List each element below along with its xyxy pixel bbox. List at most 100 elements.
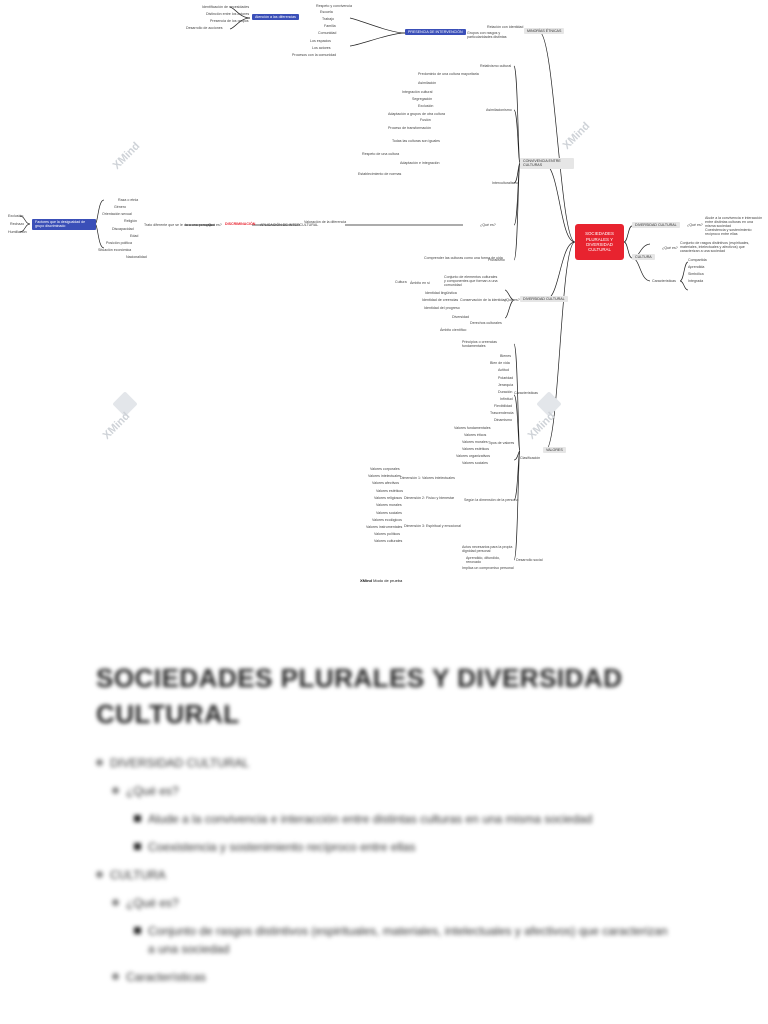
node-text[interactable]: Grupos con rasgos y particularidades dis…: [467, 31, 507, 40]
outline-item[interactable]: Coexistencia y sostenimiento recíproco e…: [134, 838, 676, 856]
outline-item[interactable]: ¿Qué es?: [112, 782, 676, 800]
node-leaf[interactable]: Adaptación e integración: [400, 161, 440, 165]
node-sub[interactable]: Interculturalismo: [492, 181, 519, 185]
node-sub[interactable]: Pluralismo: [488, 258, 505, 262]
node-leaf[interactable]: Todas las culturas son iguales: [392, 139, 440, 143]
node-text[interactable]: Coexistencia y sostenimiento recíproco e…: [705, 228, 752, 237]
node-leaf[interactable]: Humillación: [8, 230, 27, 234]
node-question[interactable]: ¿Qué es?: [662, 246, 678, 250]
node-sub[interactable]: Relativismo cultural: [480, 64, 512, 68]
node-leaf[interactable]: Valores corporales: [370, 467, 400, 471]
outline-item[interactable]: DIVERSIDAD CULTURAL: [96, 754, 676, 772]
node-leaf[interactable]: Valores políticos: [374, 532, 401, 536]
node-leaf[interactable]: Duración: [498, 390, 513, 394]
node-leaf[interactable]: Bien de vida: [490, 361, 510, 365]
node-item[interactable]: Aprendida: [688, 265, 705, 269]
node-diversidad-cultural[interactable]: DIVERSIDAD CULTURAL: [632, 222, 680, 229]
outline-item[interactable]: CULTURA: [96, 866, 676, 884]
node-leaf[interactable]: Ámbito en sí: [410, 281, 430, 285]
node-leaf[interactable]: Valores sociales: [462, 461, 488, 465]
node-factor[interactable]: Orientación sexual: [102, 212, 132, 216]
node-leaf[interactable]: Valores fundamentales: [454, 426, 491, 430]
node-factor[interactable]: Género: [114, 205, 126, 209]
node-leaf[interactable]: Segregación: [412, 97, 433, 101]
node-factor[interactable]: Situación económica: [98, 248, 132, 252]
outline-item[interactable]: Conjunto de rasgos distintivos (espiritu…: [134, 922, 676, 958]
node-leaf[interactable]: Flexibilidad: [494, 404, 512, 408]
node-factor[interactable]: Posición política: [106, 241, 132, 245]
node-convivencia[interactable]: CONVIVENCIA ENTRE CULTURAS: [520, 158, 574, 169]
node-leaf[interactable]: Cultura: [395, 280, 407, 284]
node-leaf[interactable]: Respeto y convivencia: [316, 4, 352, 8]
node-leaf[interactable]: Actitud: [498, 368, 509, 372]
node-text[interactable]: Alude a la convivencia e interacción ent…: [705, 216, 763, 229]
node-leaf[interactable]: Presencia de los grupos: [210, 19, 249, 23]
outline-item[interactable]: ¿Qué es?: [112, 894, 676, 912]
node-sub[interactable]: Asimilacionismo: [486, 108, 512, 112]
node-leaf[interactable]: Valores instrumentales: [366, 525, 403, 529]
node-presencia[interactable]: PRESENCIA DE INTERVENCIÓN: [405, 29, 466, 36]
node-text[interactable]: Principios o creencias fundamentales: [462, 340, 497, 349]
node-leaf[interactable]: Los espacios: [310, 39, 331, 43]
node-leaf[interactable]: Diversidad: [452, 315, 469, 319]
node-leaf[interactable]: Distinción entre los actores: [206, 12, 250, 16]
node-sub[interactable]: Tipos de valores: [488, 441, 515, 445]
node-leaf[interactable]: Identificación de necesidades: [202, 5, 250, 9]
node-leaf[interactable]: Dinamismo: [494, 418, 512, 422]
node-leaf[interactable]: Respeto de una cultura: [362, 152, 400, 156]
node-item[interactable]: Simbólica: [688, 272, 704, 276]
node-minorias-etnicas[interactable]: MINORÍAS ÉTNICAS: [524, 28, 565, 35]
node-leaf[interactable]: Ámbito científico: [440, 328, 467, 332]
node-leaf[interactable]: Comunidad: [318, 31, 337, 35]
node-text[interactable]: Conjunto de rasgos distintivos (espiritu…: [680, 241, 750, 254]
node-leaf[interactable]: Valores morales: [376, 503, 402, 507]
root-node[interactable]: SOCIEDADES PLURALES Y DIVERSIDAD CULTURA…: [575, 224, 624, 260]
node-leaf[interactable]: Comprender las culturas como una forma d…: [424, 256, 503, 260]
node-text[interactable]: Implica un compromiso personal: [462, 566, 514, 570]
node-factor[interactable]: Discapacidad: [112, 227, 134, 231]
node-sub[interactable]: Según la dimensión de la persona: [464, 498, 519, 502]
node-leaf[interactable]: Valores estéticos: [462, 447, 490, 451]
node-leaf[interactable]: Trascendencia: [490, 411, 514, 415]
outline-item[interactable]: Alude a la convivencia e interacción ent…: [134, 810, 676, 828]
node-text[interactable]: Aprendido, difundido, renovado: [466, 556, 500, 565]
node-leaf[interactable]: Identidad del progreso: [424, 306, 460, 310]
node-sub[interactable]: Clasificación: [520, 456, 541, 460]
node-definition[interactable]: Trato diferente que se le da a una perso…: [144, 223, 212, 227]
node-atencion[interactable]: Atención a las diferencias: [252, 14, 299, 21]
node-leaf[interactable]: Valores culturales: [374, 539, 403, 543]
node-text[interactable]: Conjunto de elementos culturales y compo…: [444, 275, 498, 288]
node-cultura[interactable]: CULTURA: [632, 254, 655, 261]
node-factor[interactable]: Edad: [130, 234, 139, 238]
node-leaf[interactable]: Integración cultural: [402, 90, 433, 94]
node-aplicacion[interactable]: APLICACIÓN DE INTERCULTURAL: [260, 223, 319, 227]
node-characteristics[interactable]: Características: [652, 279, 676, 283]
node-leaf[interactable]: Fusión: [420, 118, 431, 122]
node-leaf[interactable]: Bienes: [500, 354, 511, 358]
node-leaf[interactable]: Predominio de una cultura mayoritaria: [418, 72, 479, 76]
node-sub[interactable]: Dimensión 3: Espiritual y emocional: [404, 524, 461, 528]
node-item[interactable]: Compartida: [688, 258, 707, 262]
node-question[interactable]: ¿Qué es?: [504, 298, 520, 302]
node-leaf[interactable]: Los actores: [312, 46, 331, 50]
node-leaf[interactable]: Rechazo: [10, 222, 25, 226]
node-diversidad-cultural-2[interactable]: DIVERSIDAD CULTURAL: [520, 296, 568, 303]
node-sub[interactable]: Desarrollo social: [516, 558, 543, 562]
node-factor[interactable]: Nacionalidad: [126, 255, 147, 259]
node-discriminacion[interactable]: DISCRIMINACIÓN: [225, 222, 256, 226]
node-leaf[interactable]: Valores ecológicos: [372, 518, 402, 522]
node-leaf[interactable]: Conservación de la identidad: [460, 298, 507, 302]
node-leaf[interactable]: Valores afectivos: [372, 481, 400, 485]
node-valores[interactable]: VALORES: [543, 447, 566, 454]
node-factores[interactable]: Factores que la desigualdad de grupo dis…: [32, 219, 96, 230]
node-text[interactable]: Relación con identidad: [487, 25, 524, 29]
node-question[interactable]: ¿Qué es?: [687, 223, 703, 227]
node-leaf[interactable]: Valores sociales: [376, 511, 402, 515]
node-leaf[interactable]: Infinitud: [500, 397, 513, 401]
outline-item[interactable]: Características: [112, 968, 676, 986]
node-leaf[interactable]: Proceso de transformación: [388, 126, 431, 130]
node-leaf[interactable]: Valores estéticos: [376, 489, 404, 493]
node-factor[interactable]: Religión: [124, 219, 137, 223]
node-leaf[interactable]: Valores éticos: [464, 433, 487, 437]
node-leaf[interactable]: Asimilación: [418, 81, 437, 85]
